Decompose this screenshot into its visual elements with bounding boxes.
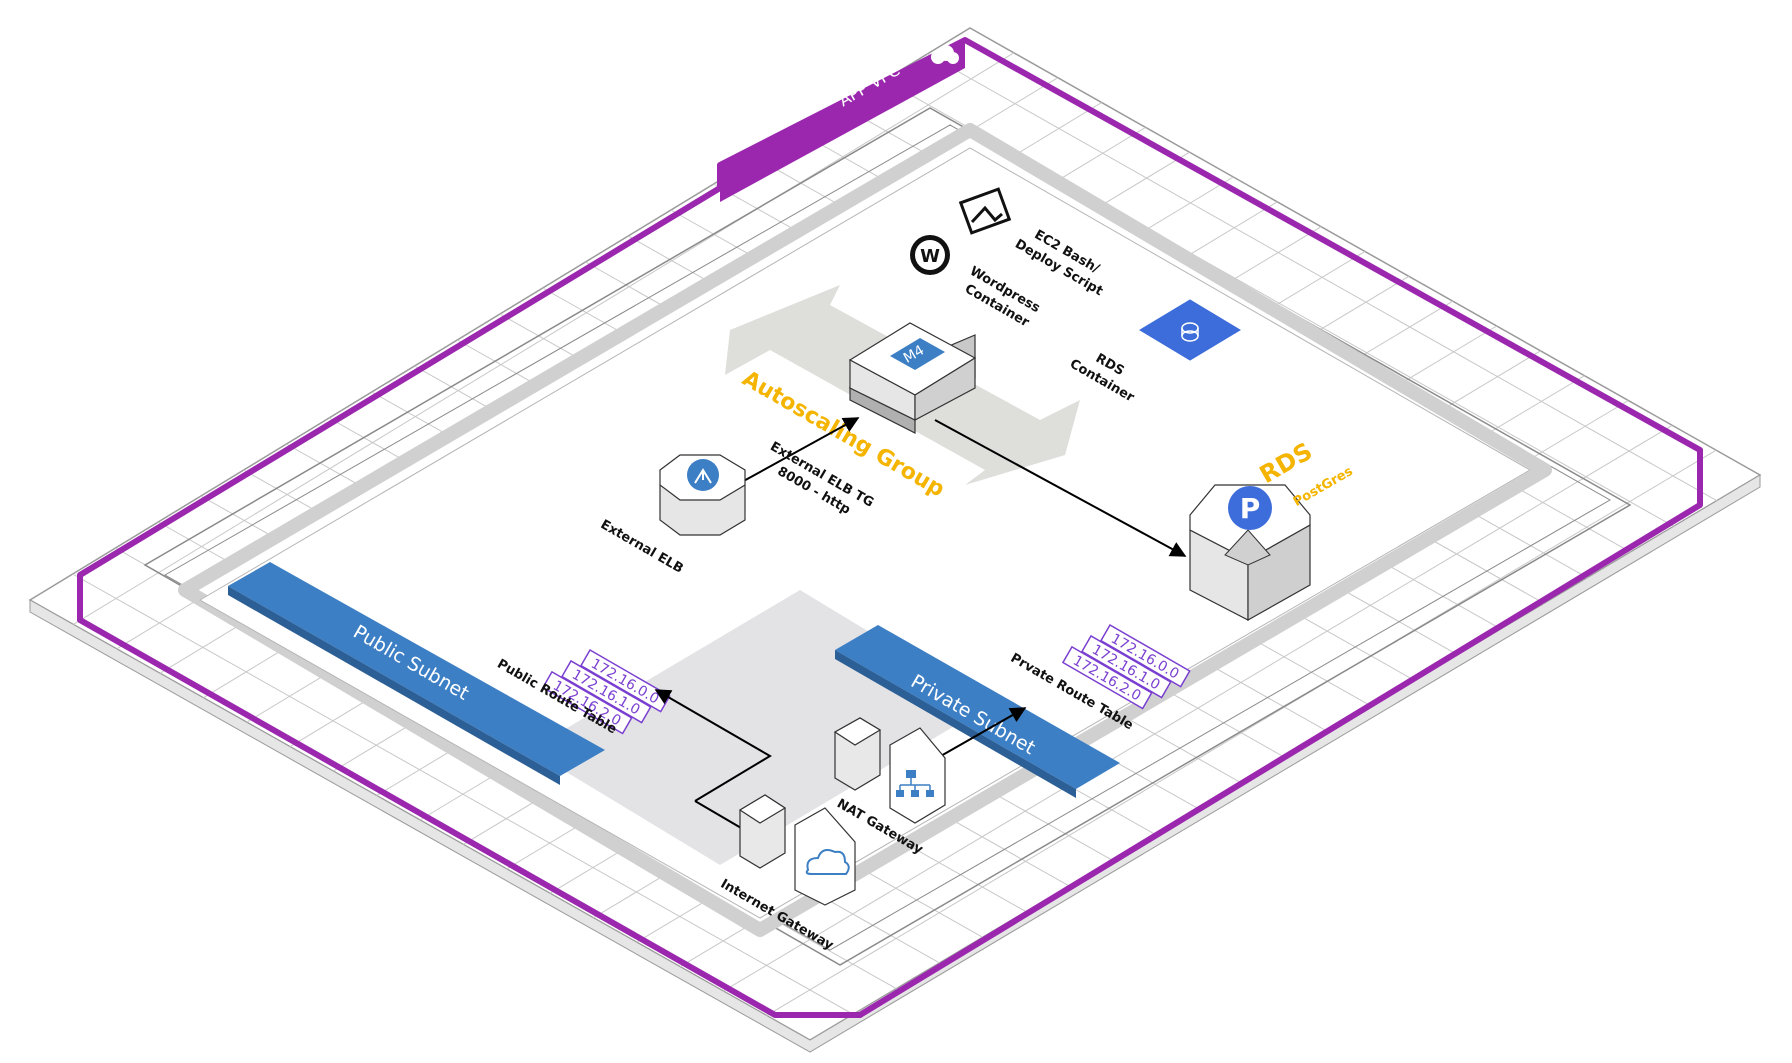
postgres-icon-letter: P	[1240, 492, 1261, 525]
grid-line	[766, 449, 1717, 1016]
m4-instance: M4	[848, 322, 977, 434]
m4-to-rds-arrow	[934, 419, 1187, 557]
wordpress-icon: W	[910, 235, 950, 275]
grid-line	[723, 424, 1673, 992]
cloud-icon	[805, 849, 850, 875]
vpc-boundary: APP VPC	[77, 37, 1703, 1018]
elb-to-m4-arrow	[739, 417, 860, 484]
network-icon	[896, 770, 934, 797]
igw-to-public-route-arrow	[654, 689, 772, 802]
postgres-icon	[1228, 486, 1272, 530]
grid-line	[73, 52, 1015, 625]
svg-text:W: W	[920, 246, 940, 267]
cloud-icon	[931, 45, 959, 64]
rds-container-icon	[1139, 299, 1241, 361]
deploy-script-icon	[958, 187, 1012, 235]
